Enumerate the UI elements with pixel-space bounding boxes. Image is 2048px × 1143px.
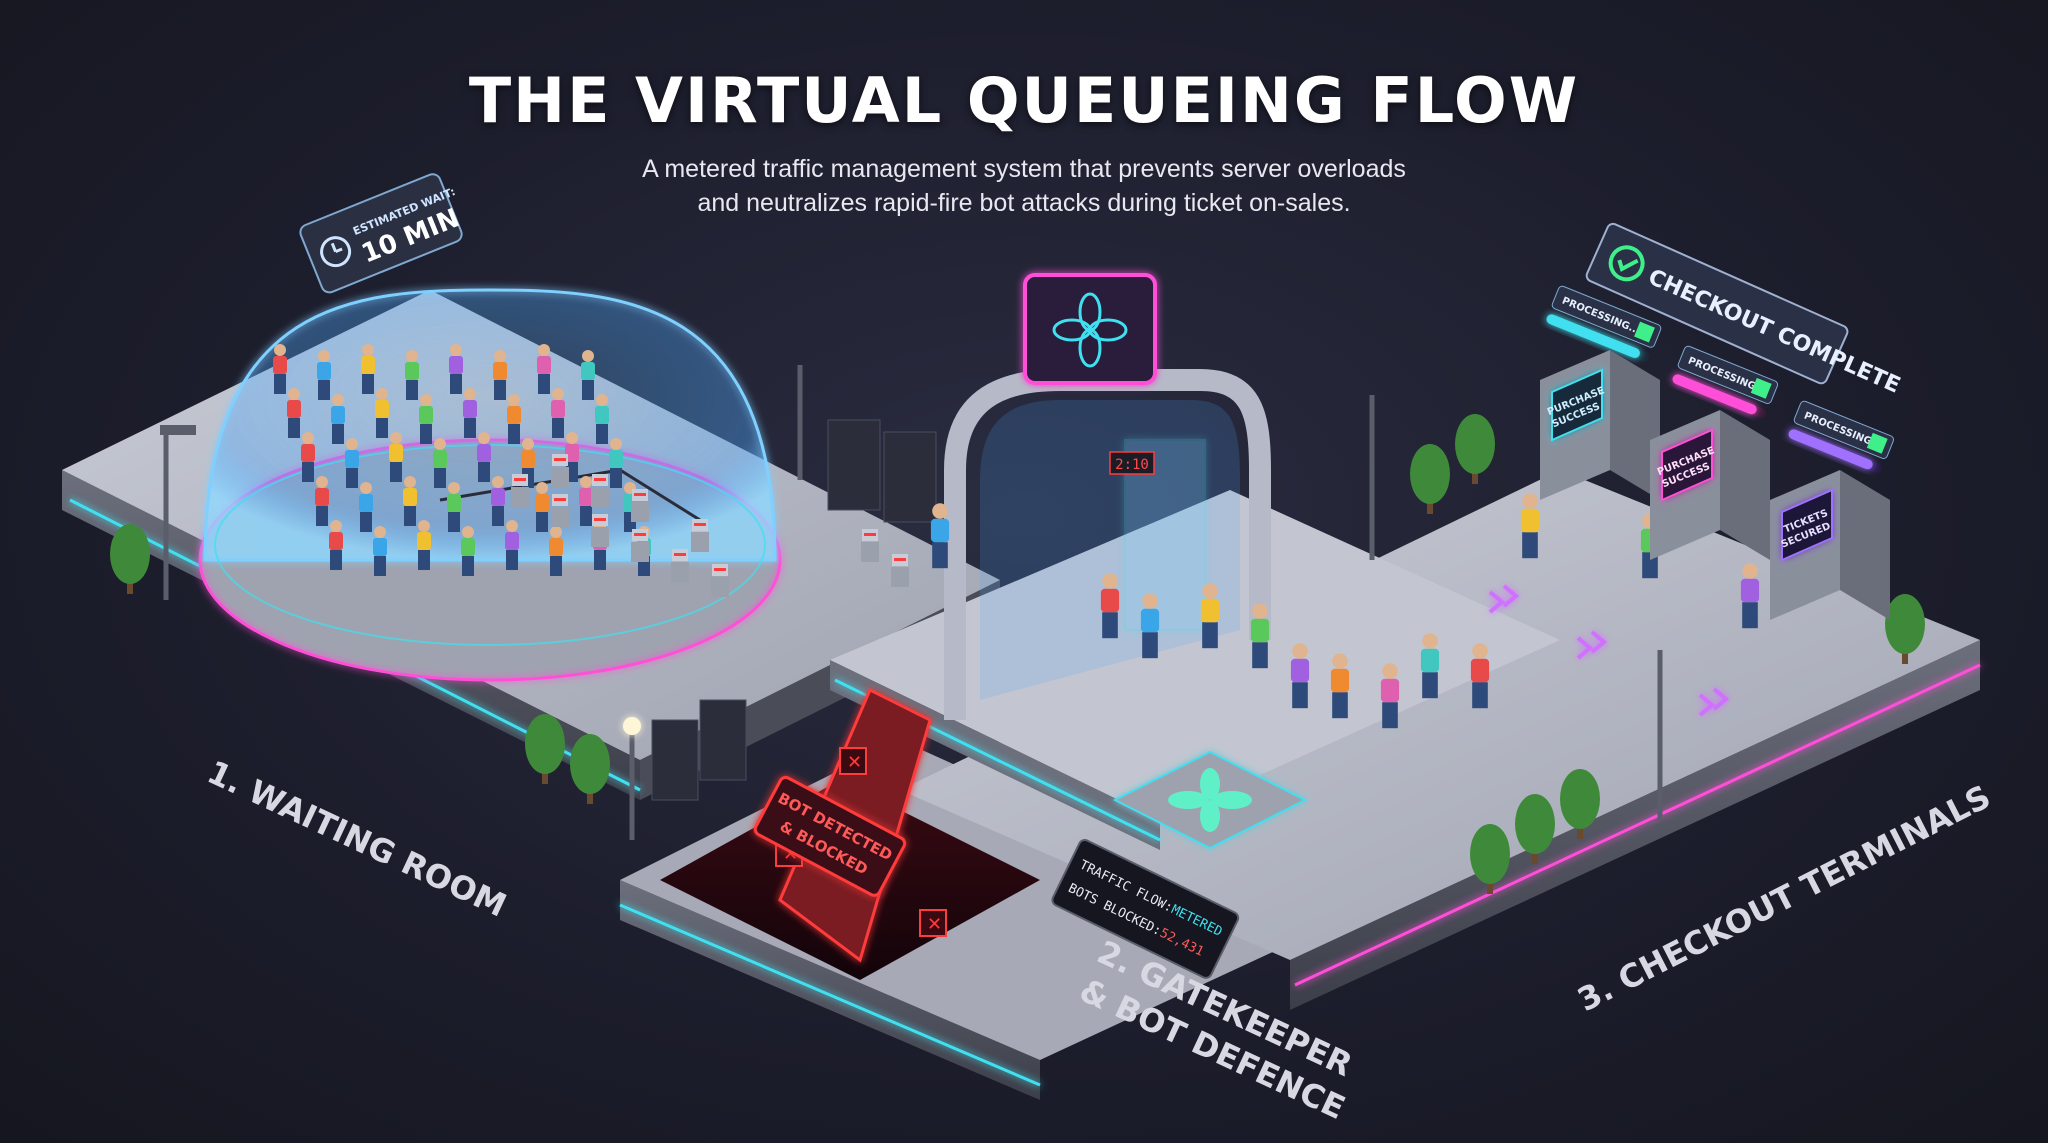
person-figure [345, 438, 359, 488]
bot-figure [711, 564, 729, 597]
processing-indicators: PROCESSING... PROCESSING... PROCESSING..… [1546, 285, 1895, 474]
person-figure [551, 388, 565, 438]
clock-icon [320, 236, 352, 268]
person-figure [930, 503, 950, 569]
person-figure [389, 432, 403, 482]
person-figure [1470, 643, 1490, 709]
bot-figure [671, 549, 689, 582]
bot-figure [551, 454, 569, 487]
person-figure [301, 432, 315, 482]
person-figure [447, 482, 461, 532]
check-circle-icon [1608, 245, 1645, 282]
person-figure [273, 344, 287, 394]
bot-figure [631, 529, 649, 562]
person-figure [405, 350, 419, 400]
tree [1885, 594, 1925, 664]
subtitle-line-1: A metered traffic management system that… [642, 155, 1406, 183]
person-figure [579, 476, 593, 526]
person-figure [535, 482, 549, 532]
kiosk-3: TICKETS SECURED [1770, 470, 1890, 620]
tree [1560, 769, 1600, 839]
person-figure [491, 476, 505, 526]
person-figure [1140, 593, 1160, 659]
person-figure [507, 394, 521, 444]
person-figure [1250, 603, 1270, 669]
floor-emblem [1112, 750, 1308, 850]
checkout-kiosks: PURCHASE SUCCESS PURCHASE SUCCESS TICKET… [1540, 350, 1890, 620]
kiosk-2: PURCHASE SUCCESS [1650, 410, 1770, 560]
bot-figure [591, 474, 609, 507]
waiting-room-dome [198, 288, 782, 682]
person-figure [417, 520, 431, 570]
person-figure [1420, 633, 1440, 699]
person-figure [449, 344, 463, 394]
kiosk-1: PURCHASE SUCCESS [1540, 350, 1660, 500]
bot-figure [631, 489, 649, 522]
gate-clock: 2:10 [1115, 457, 1149, 473]
bot-rejection-pit: ✕ ✕ ✕ BOT DETECTED & BLOCKED [660, 687, 1040, 980]
person-figure [403, 476, 417, 526]
tree [525, 714, 565, 784]
svg-text:✕: ✕ [847, 752, 862, 773]
flow-arrows [1488, 584, 1730, 717]
stage-label-waiting-room: 1. WAITING ROOM [202, 753, 513, 925]
page-title: THE VIRTUAL QUEUEING FLOW [468, 64, 1580, 137]
page-subtitle: A metered traffic management system that… [0, 152, 2048, 220]
gatekeeper-arch: 2:10 [944, 273, 1271, 720]
person-figure [361, 344, 375, 394]
person-figure [359, 482, 373, 532]
person-figure [581, 350, 595, 400]
bot-figure [511, 474, 529, 507]
tree [570, 734, 610, 804]
ticket-flower-icon [1052, 292, 1128, 368]
tree [1455, 414, 1495, 484]
person-figure [1740, 563, 1760, 629]
person-figure [1330, 653, 1350, 719]
person-figure [463, 388, 477, 438]
person-figure [331, 394, 345, 444]
person-figure [1200, 583, 1220, 649]
person-figure [373, 526, 387, 576]
person-figure [419, 394, 433, 444]
person-figure [329, 520, 343, 570]
person-figure [549, 526, 563, 576]
person-figure [1290, 643, 1310, 709]
subtitle-line-2: and neutralizes rapid-fire bot attacks d… [697, 189, 1351, 217]
person-figure [287, 388, 301, 438]
bot-swarm [511, 454, 909, 597]
person-figure [1380, 663, 1400, 729]
tree [1410, 444, 1450, 514]
estimated-wait-sign: ESTIMATED WAIT: 10 MIN [299, 173, 464, 294]
tree [1515, 794, 1555, 864]
person-figure [493, 350, 507, 400]
tree [1470, 824, 1510, 894]
person-figure [315, 476, 329, 526]
person-figure [477, 432, 491, 482]
person-figure [537, 344, 551, 394]
svg-text:✕: ✕ [927, 914, 942, 935]
person-figure [433, 438, 447, 488]
queue-walkers [930, 493, 1760, 729]
bot-figure [861, 529, 879, 562]
bot-figure [591, 514, 609, 547]
bot-figure [891, 554, 909, 587]
bot-figure [691, 519, 709, 552]
server-racks [651, 419, 937, 801]
traffic-status-panel: TRAFFIC FLOW: METERED BOTS BLOCKED: 52,4… [1051, 839, 1240, 979]
person-figure [1520, 493, 1540, 559]
person-figure [317, 350, 331, 400]
person-figure [1100, 573, 1120, 639]
person-figure [609, 438, 623, 488]
person-figure [461, 526, 475, 576]
tree [110, 524, 150, 594]
bot-figure [551, 494, 569, 527]
person-figure [595, 394, 609, 444]
person-figure [505, 520, 519, 570]
person-figure [375, 388, 389, 438]
lamp-posts [160, 365, 1663, 840]
trees [110, 414, 1925, 894]
